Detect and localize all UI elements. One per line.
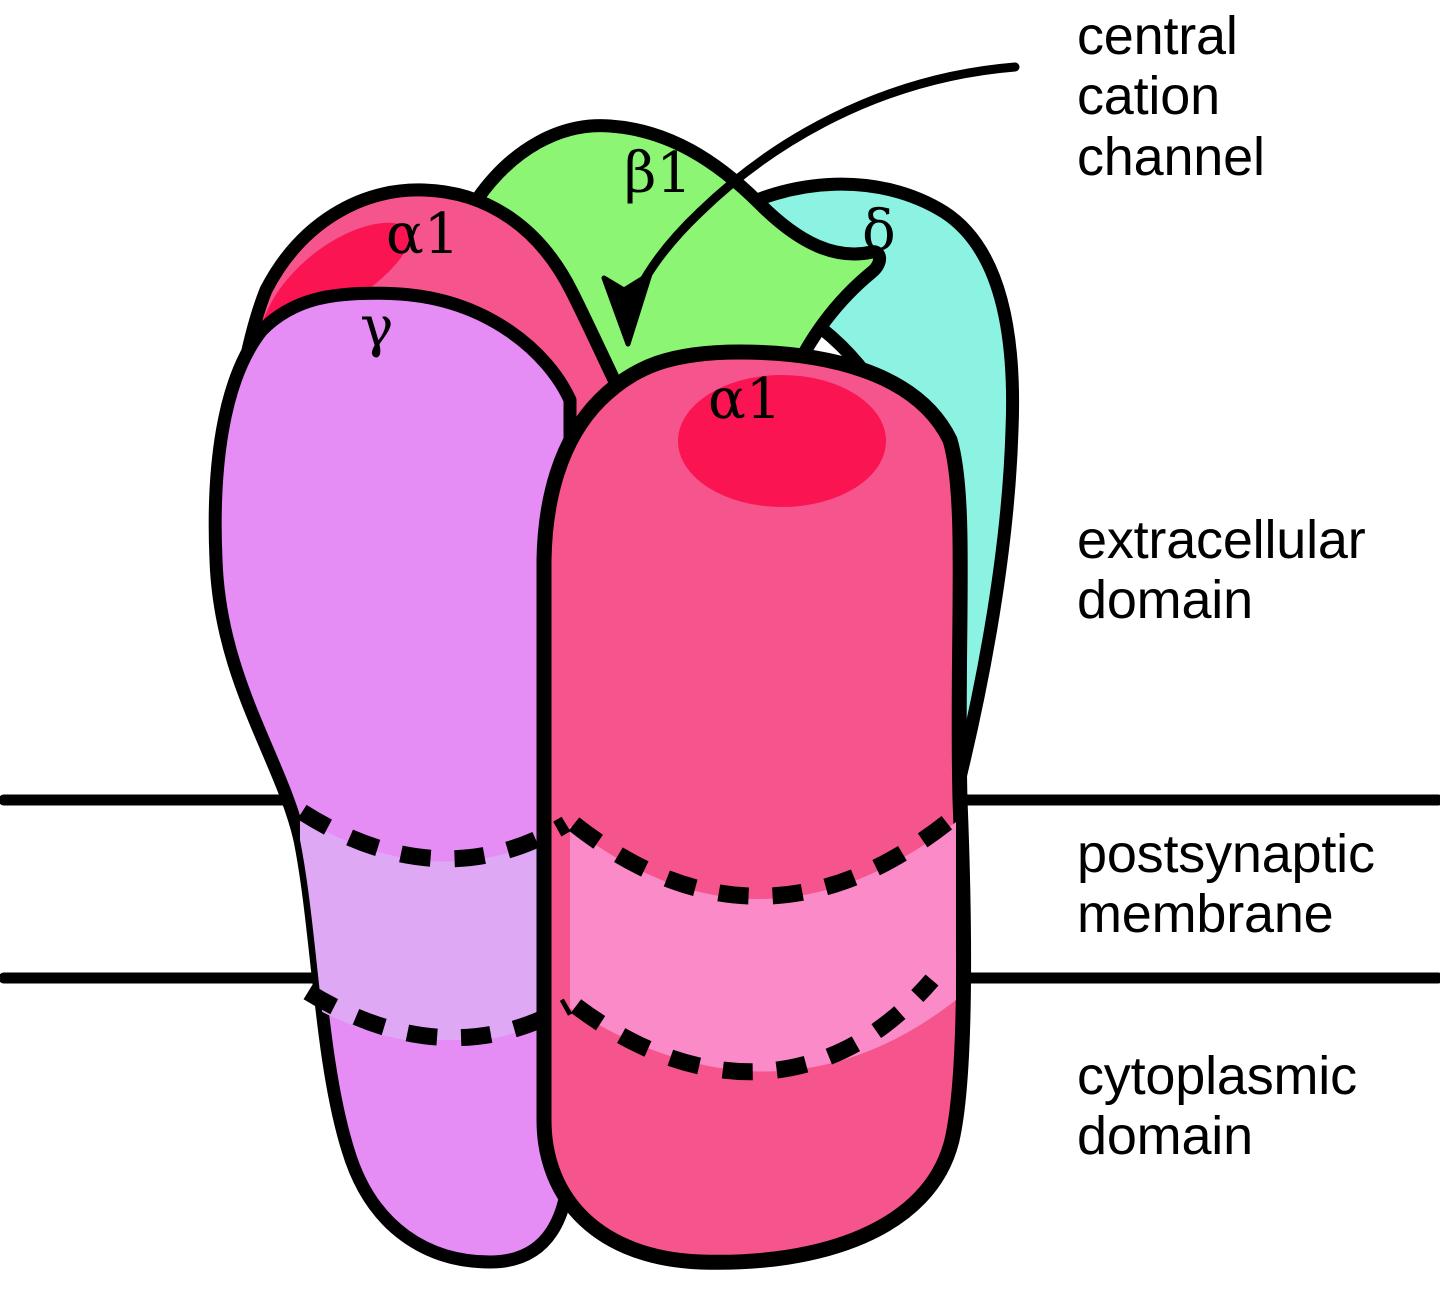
annotation-extracellular-domain: extracellular domain (1077, 510, 1366, 631)
alpha1-front-accent-ellipse (678, 375, 886, 507)
membrane-dashed-curves (297, 804, 966, 1081)
annotation-central-cation-channel: central cation channel (1077, 6, 1265, 187)
dashed-lower-gamma (303, 984, 573, 1047)
label-alpha1-back: α1 (386, 202, 459, 267)
label-alpha1-front: α1 (708, 367, 781, 432)
annotation-postsynaptic-membrane: postsynaptic membrane (1077, 824, 1375, 945)
label-beta1: β1 (624, 141, 692, 206)
annotation-cytoplasmic-domain: cytoplasmic domain (1077, 1046, 1357, 1167)
dashed-lower-alpha (570, 974, 939, 1081)
subunit-alpha1-front[interactable] (520, 344, 990, 1270)
dashed-upper-gamma (297, 804, 571, 868)
membrane-lines (0, 794, 1440, 984)
arrow-head (601, 271, 653, 347)
label-gamma: γ (360, 295, 393, 360)
dashed-upper-alpha (568, 805, 966, 905)
channel-pointer-arrow (601, 62, 1020, 347)
label-delta: δ (862, 199, 896, 264)
subunit-labels: α1 β1 δ γ α1 (360, 141, 896, 432)
gamma-shape (208, 286, 577, 1269)
subunit-gamma[interactable] (180, 286, 620, 1269)
